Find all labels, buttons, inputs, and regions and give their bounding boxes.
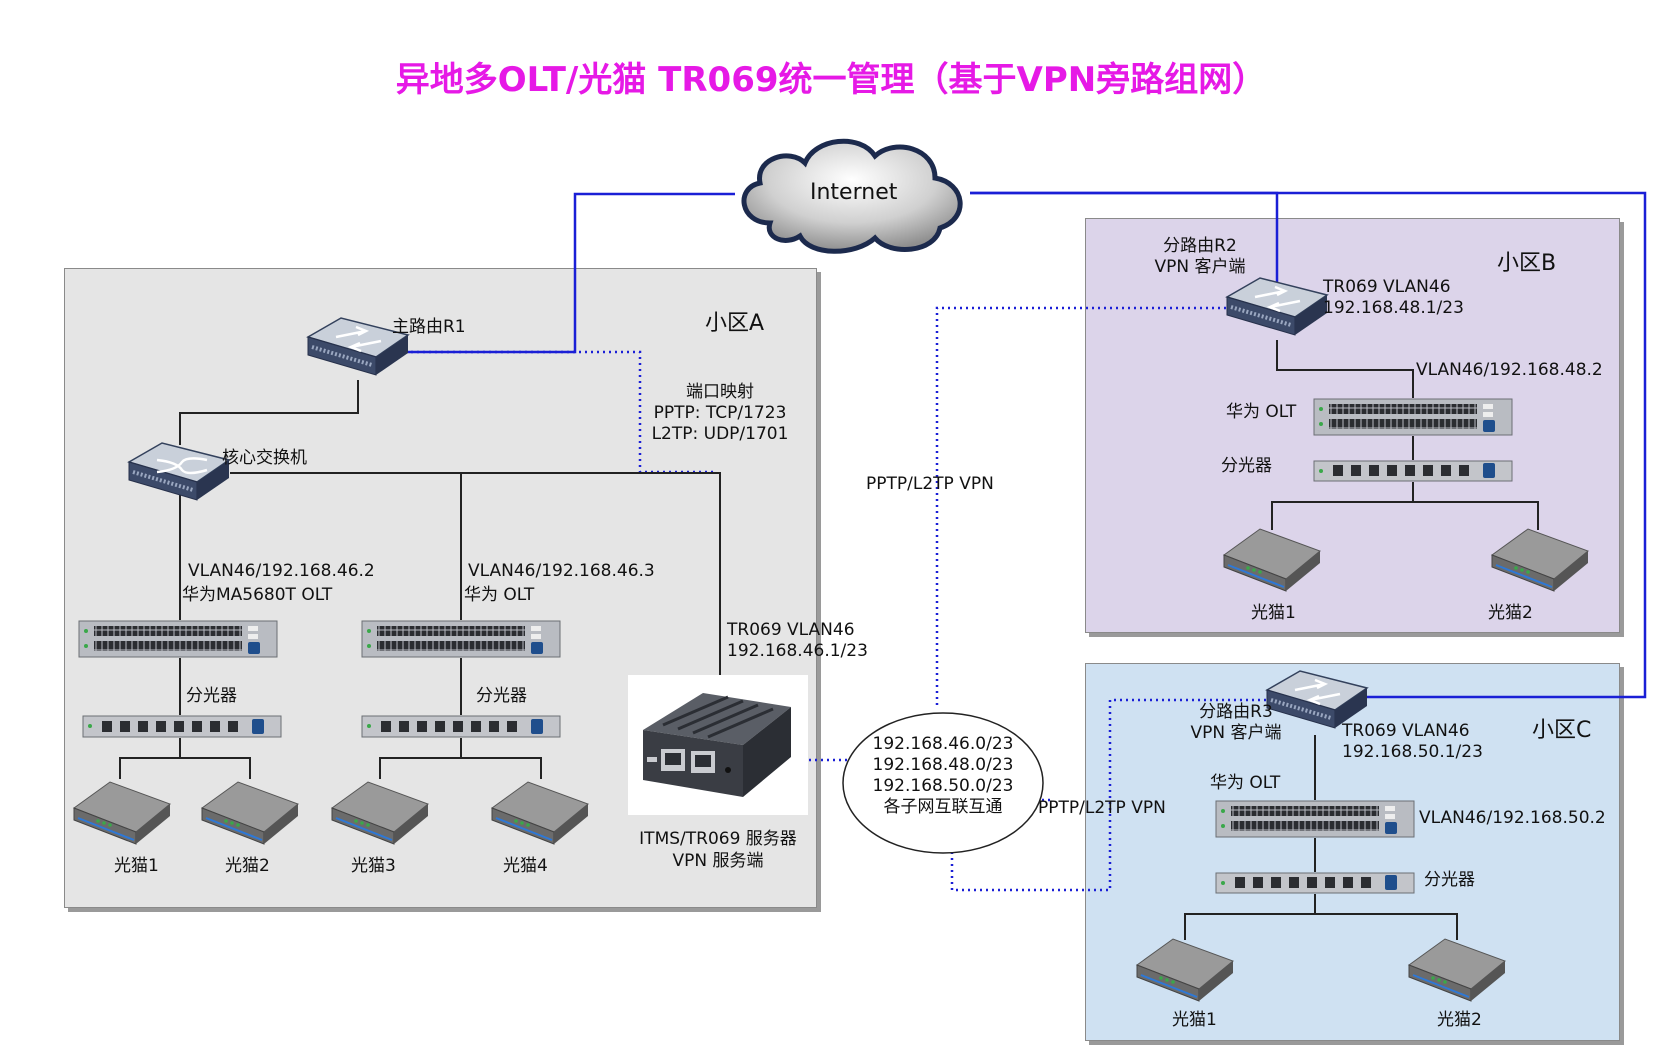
onu-a4-label: 光猫4 [503, 856, 548, 876]
port-mapping-pptp: PPTP: TCP/1723 [653, 403, 787, 423]
splitter-b-icon [1313, 460, 1513, 482]
subnet-ellipse [842, 712, 1044, 854]
onu-b1-icon [1222, 528, 1321, 592]
splitter-b-label: 分光器 [1221, 456, 1272, 476]
server-vpn-label: VPN 服务端 [672, 851, 764, 871]
splitter-a1-label: 分光器 [186, 686, 237, 706]
olt-b-icon [1313, 398, 1513, 436]
onu-b2-label: 光猫2 [1488, 603, 1533, 623]
onu-c2-label: 光猫2 [1437, 1010, 1482, 1030]
olt1-vlan-label: VLAN46/192.168.46.2 [188, 561, 375, 581]
zone-b-name: 小区B [1497, 251, 1557, 276]
internet-label: Internet [810, 180, 898, 205]
main-router-label: 主路由R1 [392, 317, 466, 337]
splitter-a1-icon [82, 715, 282, 738]
vpn-label-c: PPTP/L2TP VPN [1038, 798, 1166, 818]
olt-c-icon [1215, 800, 1415, 838]
router-r3-label: 分路由R3 [1199, 702, 1273, 722]
link-internet-r3 [970, 191, 1647, 699]
subnet-48: 192.168.48.0/23 [872, 755, 1014, 775]
onu-c1-icon [1135, 938, 1234, 1002]
port-mapping-l2tp: L2TP: UDP/1701 [651, 424, 789, 444]
splitter-a2-label: 分光器 [476, 686, 527, 706]
splitter-c-icon [1215, 872, 1415, 894]
internet-cloud-icon [741, 138, 963, 254]
tr069-a-vlan: TR069 VLAN46 [727, 620, 855, 640]
port-mapping-title: 端口映射 [686, 382, 754, 402]
onu-b1-label: 光猫1 [1251, 603, 1296, 623]
vpn-label-b: PPTP/L2TP VPN [866, 474, 994, 494]
main-router-r1-icon [306, 317, 410, 376]
router-r3-vpn-label: VPN 客户端 [1190, 723, 1282, 743]
olt-a2-icon [361, 620, 561, 658]
splitter-c-label: 分光器 [1424, 870, 1475, 890]
vpn-to-r2 [935, 306, 1233, 705]
router-r3-icon [1265, 670, 1369, 729]
router-r2-vpn-label: VPN 客户端 [1154, 257, 1246, 277]
subnet-interconnect: 各子网互联互通 [883, 797, 1003, 817]
onu-a2-label: 光猫2 [225, 856, 270, 876]
tr069-a-ip: 192.168.46.1/23 [727, 641, 868, 661]
itms-server-icon [643, 693, 791, 797]
onu-b2-icon [1490, 528, 1589, 592]
subnet-46: 192.168.46.0/23 [872, 734, 1014, 754]
onu-a1-label: 光猫1 [114, 856, 159, 876]
onu-c2-icon [1407, 938, 1506, 1002]
olt1-name-label: 华为MA5680T OLT [182, 585, 333, 605]
onu-a3-label: 光猫3 [351, 856, 396, 876]
olt-b-label: 华为 OLT [1226, 402, 1297, 422]
subnet-50: 192.168.50.0/23 [872, 776, 1014, 796]
olt2-name-label: 华为 OLT [464, 585, 535, 605]
vpn-port-mapping [405, 350, 715, 474]
olt-b-vlan: VLAN46/192.168.48.2 [1416, 360, 1603, 380]
router-r2-icon [1225, 277, 1329, 336]
zone-a-name: 小区A [705, 311, 765, 336]
zone-c-name: 小区C [1532, 718, 1592, 743]
olt2-vlan-label: VLAN46/192.168.46.3 [468, 561, 655, 581]
olt-c-vlan: VLAN46/192.168.50.2 [1419, 808, 1606, 828]
tr069-b-ip: 192.168.48.1/23 [1323, 298, 1464, 318]
core-switch-icon [127, 442, 231, 501]
onu-a2-icon [200, 781, 299, 845]
router-r2-label: 分路由R2 [1163, 236, 1237, 256]
splitter-a2-icon [361, 715, 561, 738]
onu-a1-icon [72, 781, 171, 845]
olt-c-label: 华为 OLT [1210, 773, 1281, 793]
diagram-title: 异地多OLT/光猫 TR069统一管理（基于VPN旁路组网） [395, 60, 1267, 100]
onu-c1-label: 光猫1 [1172, 1010, 1217, 1030]
onu-a3-icon [330, 781, 429, 845]
tr069-c-ip: 192.168.50.1/23 [1342, 742, 1483, 762]
olt-ma5680t-icon [78, 620, 278, 658]
tr069-b-vlan: TR069 VLAN46 [1323, 277, 1451, 297]
onu-a4-icon [490, 781, 589, 845]
tr069-c-vlan: TR069 VLAN46 [1342, 721, 1470, 741]
core-switch-label: 核心交换机 [222, 448, 307, 468]
server-label: ITMS/TR069 服务器 [639, 829, 797, 849]
